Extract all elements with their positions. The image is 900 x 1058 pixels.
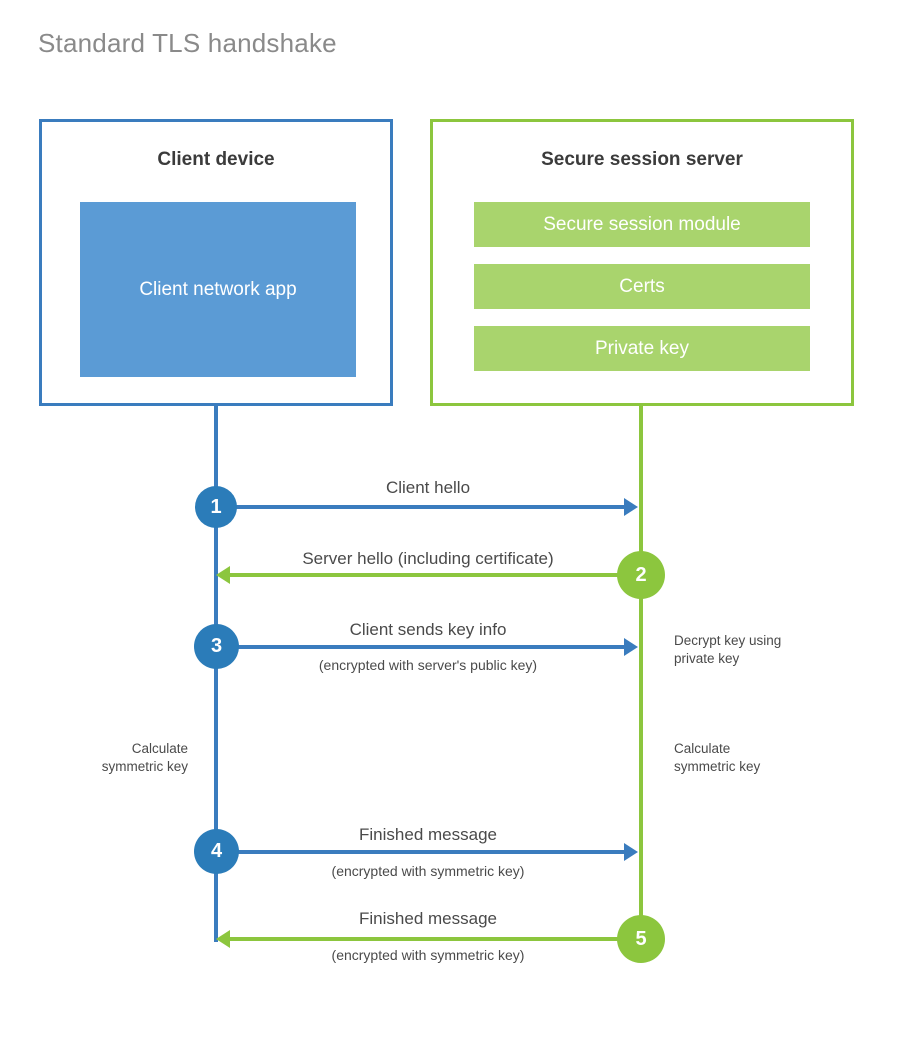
note-server-calculate-line-2: symmetric key bbox=[674, 759, 761, 775]
step-1-arrow-head-icon bbox=[624, 498, 638, 516]
server-block-private-key: Private key bbox=[474, 326, 810, 371]
step-2-arrow-head-icon bbox=[216, 566, 230, 584]
server-block-certs: Certs bbox=[474, 264, 810, 309]
step-3-arrow-line bbox=[216, 645, 626, 649]
note-client-calculate-symmetric-key: Calculate symmetric key bbox=[48, 740, 188, 776]
step-5-arrow-line bbox=[230, 937, 641, 941]
secure-session-server-title: Secure session server bbox=[541, 149, 743, 170]
client-device-title: Client device bbox=[157, 149, 275, 170]
secure-session-server-box: Secure session server Secure session mod… bbox=[430, 119, 854, 406]
step-4-circle: 4 bbox=[194, 829, 239, 874]
note-client-calculate-line-2: symmetric key bbox=[101, 759, 188, 775]
step-1-circle: 1 bbox=[195, 486, 237, 528]
step-1-arrow-line bbox=[216, 505, 626, 509]
note-server-calculate-symmetric-key: Calculate symmetric key bbox=[674, 740, 834, 776]
client-device-box: Client device Client network app bbox=[39, 119, 393, 406]
step-4-arrow-line bbox=[216, 850, 626, 854]
note-decrypt-key-line-2: private key bbox=[674, 651, 740, 667]
step-5-arrow-head-icon bbox=[216, 930, 230, 948]
note-client-calculate-line-1: Calculate bbox=[131, 741, 188, 756]
step-3-circle: 3 bbox=[194, 624, 239, 669]
step-5-sublabel: (encrypted with symmetric key) bbox=[331, 947, 525, 963]
client-network-app-block: Client network app bbox=[80, 202, 356, 377]
note-decrypt-key: Decrypt key using private key bbox=[674, 632, 854, 668]
page-title: Standard TLS handshake bbox=[38, 28, 337, 58]
step-3-arrow-head-icon bbox=[624, 638, 638, 656]
step-4-label: Finished message bbox=[359, 825, 497, 844]
step-2-circle: 2 bbox=[617, 551, 665, 599]
server-block-secure-session-module: Secure session module bbox=[474, 202, 810, 247]
step-2-arrow-line bbox=[230, 573, 641, 577]
step-2-label: Server hello (including certificate) bbox=[302, 549, 554, 568]
step-5-label: Finished message bbox=[359, 909, 497, 928]
note-server-calculate-line-1: Calculate bbox=[674, 741, 731, 756]
note-decrypt-key-line-1: Decrypt key using bbox=[674, 633, 782, 648]
step-1-label: Client hello bbox=[385, 478, 471, 497]
step-4-arrow-head-icon bbox=[624, 843, 638, 861]
step-4-sublabel: (encrypted with symmetric key) bbox=[331, 863, 525, 879]
step-3-sublabel: (encrypted with server's public key) bbox=[318, 657, 538, 673]
client-lifeline bbox=[214, 405, 218, 942]
step-5-circle: 5 bbox=[617, 915, 665, 963]
step-3-label: Client sends key info bbox=[349, 620, 507, 639]
server-lifeline bbox=[639, 405, 643, 940]
